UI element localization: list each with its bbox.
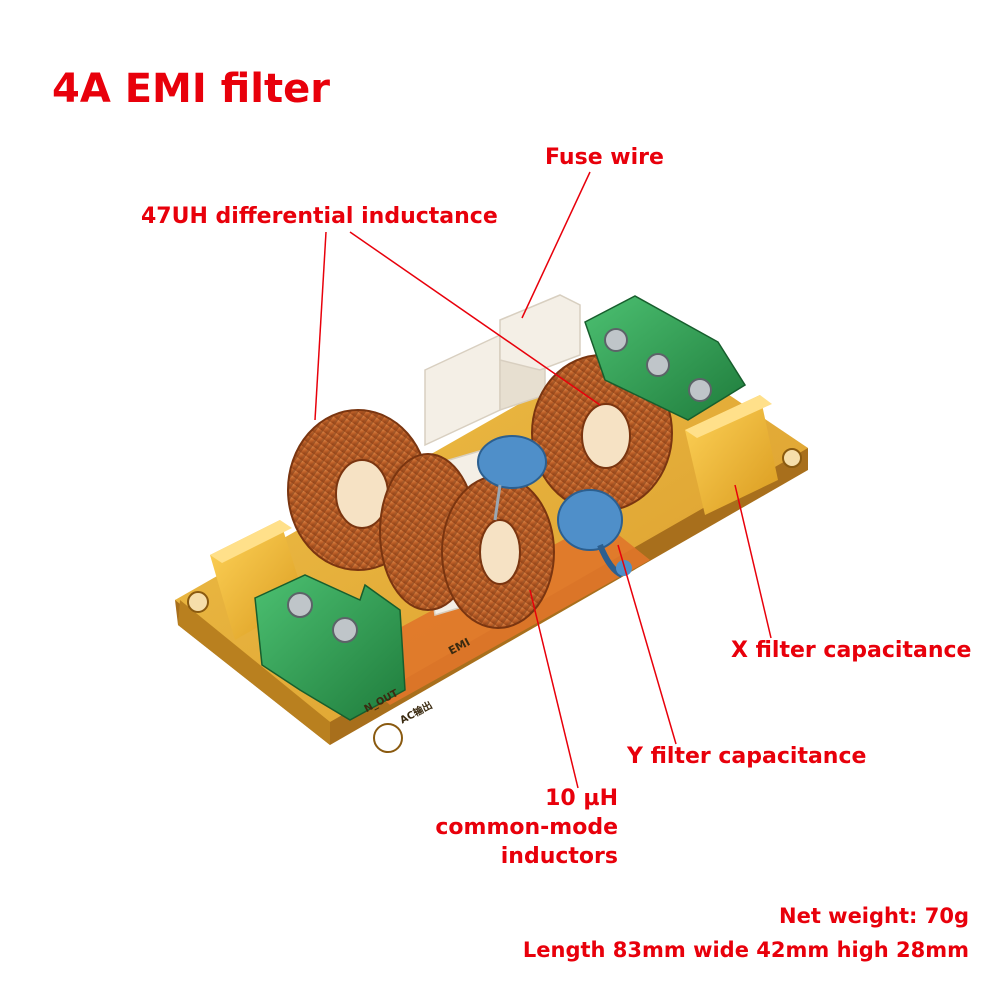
pcb-front-edge [178,600,330,745]
page-title: 4A EMI filter [52,66,330,112]
common-mode-inductor [379,444,555,629]
spec-dimensions: Length 83mm wide 42mm high 28mm [522,938,969,962]
leader-common-mode [529,589,579,789]
callout-cm-line: 10 µH [545,786,618,811]
leader-y-cap [617,544,677,745]
callout-fuse-wire: Fuse wire [545,145,664,170]
x-capacitor-right [685,395,778,515]
callout-differential-inductance: 47UH differential inductance [141,204,498,229]
terminal-block-right [584,295,747,421]
mounting-hole [187,591,209,613]
leader-diff-left [314,231,327,421]
leader-x-cap [734,484,772,639]
fuse-holder [424,294,581,447]
callout-common-mode-inductors: 10 µH common-mode inductors [400,784,618,871]
callout-y-filter-capacitance: Y filter capacitance [627,744,867,769]
leader-lines [314,171,772,789]
spec-net-weight: Net weight: 70g [779,904,969,928]
leader-diff-right [349,231,601,406]
mounting-hole [373,723,403,753]
callout-x-filter-capacitance: X filter capacitance [731,638,972,663]
y-capacitor-upper [477,435,547,521]
leader-fuse [521,171,591,319]
terminal-block-left [254,574,406,721]
callout-cm-line: inductors [500,844,618,869]
mounting-hole [782,448,802,468]
callout-cm-line: common-mode [435,815,618,840]
